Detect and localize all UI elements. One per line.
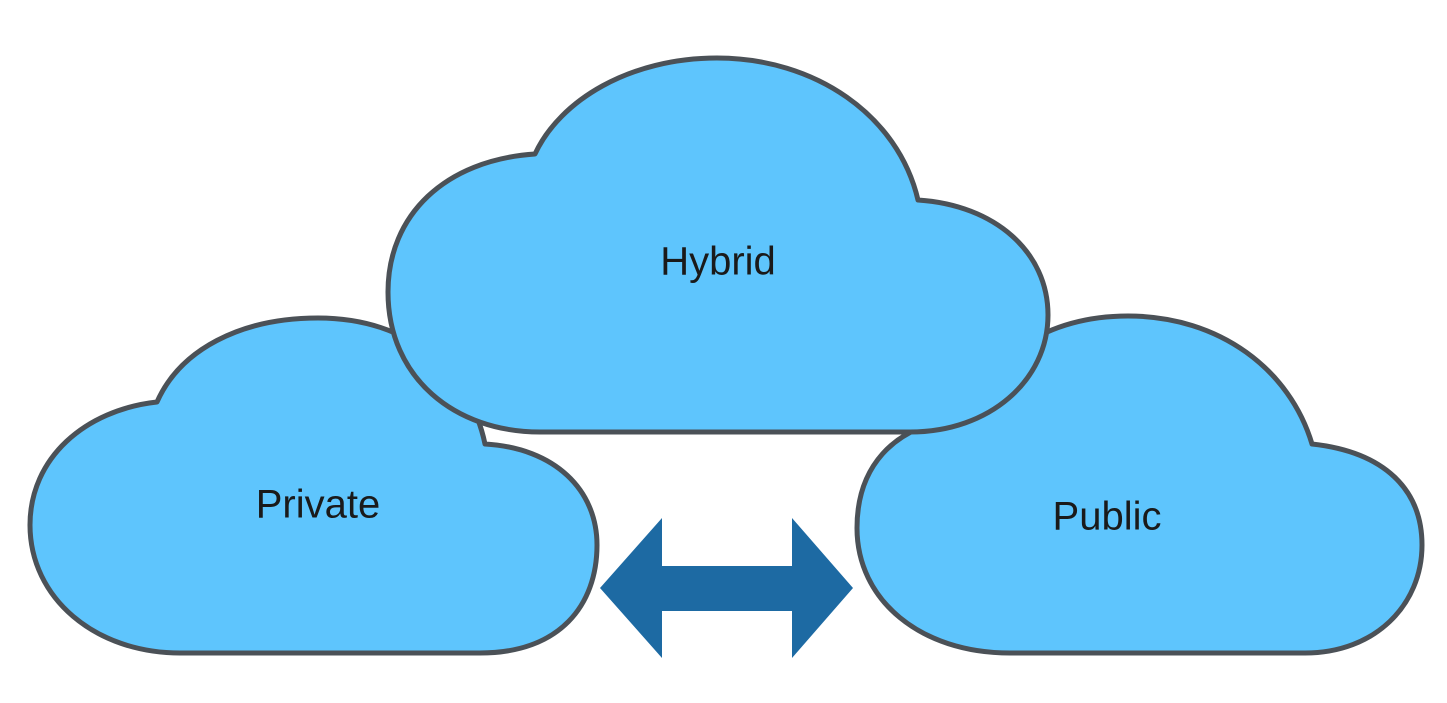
double-headed-arrow-icon (600, 518, 853, 658)
public-cloud-label: Public (1053, 495, 1162, 539)
hybrid-cloud-shape (385, 55, 1051, 435)
hybrid-cloud: Hybrid (385, 55, 1051, 435)
hybrid-cloud-label: Hybrid (660, 240, 776, 284)
private-cloud-label: Private (256, 483, 381, 527)
